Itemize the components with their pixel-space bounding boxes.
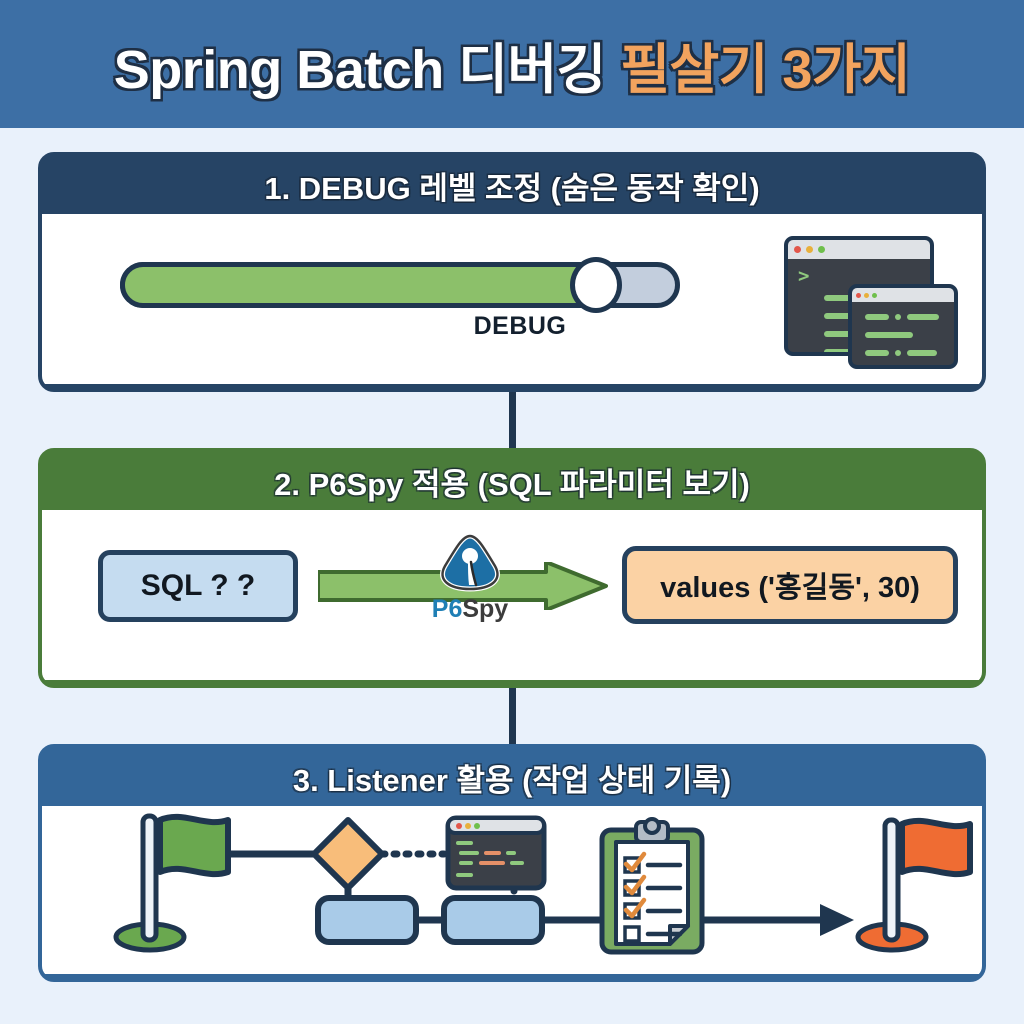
flow-arrowhead-icon — [820, 904, 854, 936]
code-window-icon — [445, 815, 547, 891]
code-line — [895, 314, 901, 320]
terminal-window-secondary — [848, 284, 958, 369]
terminal-code-area: > — [788, 259, 930, 352]
connector-card1-card2 — [509, 392, 516, 450]
slider-label: DEBUG — [473, 312, 567, 340]
code-line — [824, 295, 854, 301]
p6spy-wordmark: P6Spy — [410, 597, 530, 622]
sql-input-box: SQL ? ? — [98, 550, 298, 622]
page-title: Spring Batch 디버깅 필살기 3가지 — [114, 25, 911, 104]
end-flag-icon — [855, 817, 973, 953]
terminal-code-area — [852, 302, 954, 356]
p6spy-prefix: P6 — [431, 595, 463, 623]
minimize-dot-icon — [806, 246, 813, 253]
sql-values-box: values ('홍길동', 30) — [622, 546, 958, 624]
p6spy-mark-icon — [440, 533, 500, 592]
card2-header: 2. P6Spy 적용 (SQL 파라미터 보기) — [274, 466, 750, 502]
card3-header: 3. Listener 활용 (작업 상태 기록) — [292, 762, 732, 798]
flow-svg — [113, 813, 973, 955]
connector-card2-card3 — [509, 688, 516, 746]
p6spy-suffix: Spy — [462, 595, 509, 623]
checklist-clipboard-icon — [599, 817, 705, 955]
card1-header: 1. DEBUG 레벨 조정 (숨은 동작 확인) — [264, 170, 760, 206]
listener-flow-diagram — [42, 806, 982, 974]
terminal-titlebar — [852, 288, 954, 302]
code-line — [824, 313, 852, 319]
maximize-dot-icon — [818, 246, 825, 253]
slider-fill — [120, 262, 600, 308]
code-line — [907, 314, 939, 320]
card3-body — [42, 806, 982, 974]
prompt-icon: > — [798, 265, 810, 287]
slider-knob[interactable] — [570, 257, 622, 313]
card-p6spy: 2. P6Spy 적용 (SQL 파라미터 보기) SQL ? ? P6Spy … — [38, 448, 986, 688]
close-dot-icon — [856, 292, 861, 298]
terminal-titlebar — [788, 240, 930, 259]
title-bar: Spring Batch 디버깅 필살기 3가지 — [0, 0, 1024, 128]
log-level-slider[interactable] — [120, 257, 680, 313]
code-line — [907, 350, 937, 356]
code-line — [824, 349, 854, 352]
decision-diamond-icon — [311, 817, 385, 891]
minimize-dot-icon — [864, 292, 869, 298]
code-line — [865, 332, 913, 338]
process-box — [441, 895, 545, 945]
close-dot-icon — [794, 246, 801, 253]
code-line — [865, 350, 889, 356]
page-title-main: Spring Batch 디버깅 — [113, 39, 621, 100]
page-title-highlight: 필살기 3가지 — [620, 39, 911, 100]
maximize-dot-icon — [872, 292, 877, 298]
terminal-illustration: > — [784, 236, 964, 376]
card2-body: SQL ? ? P6Spy values ('홍길동', 30) — [42, 510, 982, 680]
card-listener: 3. Listener 활용 (작업 상태 기록) — [38, 744, 986, 982]
card1-body: DEBUG > — [42, 214, 982, 384]
code-line — [865, 314, 889, 320]
card-debug-level: 1. DEBUG 레벨 조정 (숨은 동작 확인) DEBUG > — [38, 152, 986, 392]
start-flag-icon — [113, 813, 231, 953]
code-line — [895, 350, 901, 356]
p6spy-logo: P6Spy — [410, 532, 530, 622]
process-box — [315, 895, 419, 945]
